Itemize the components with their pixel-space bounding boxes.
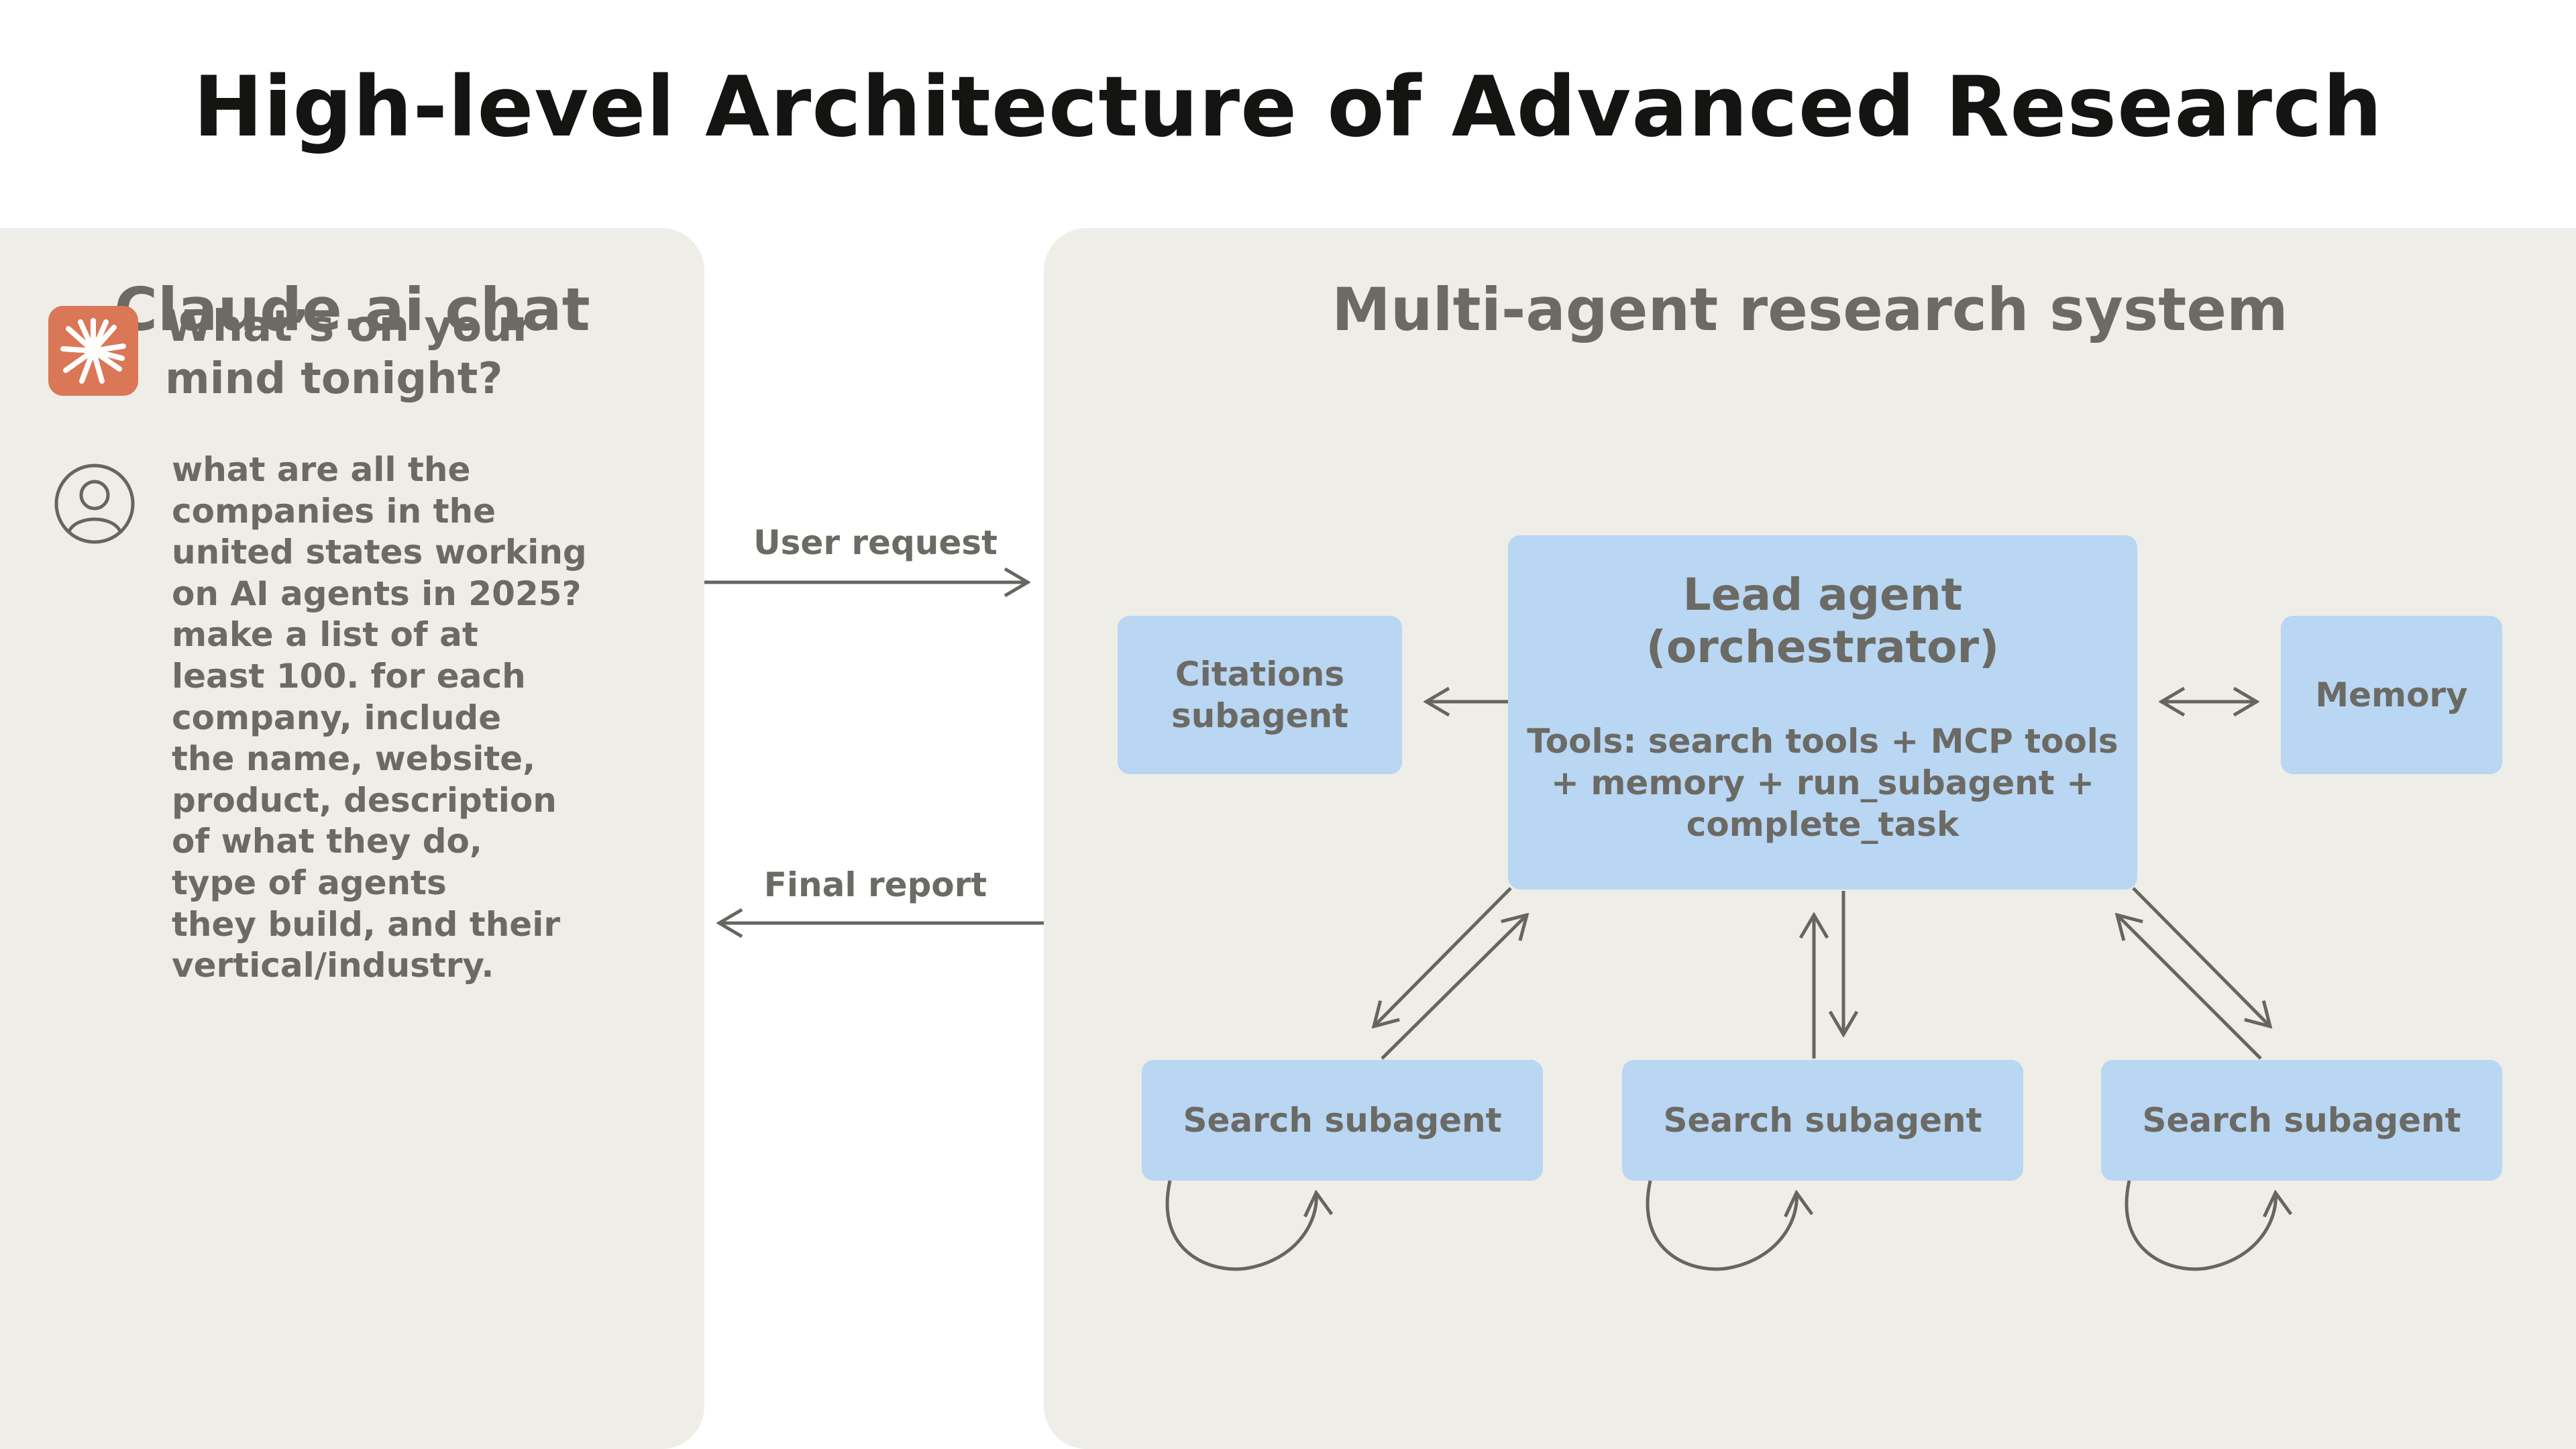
page-title: High-level Architecture of Advanced Rese…: [193, 59, 2383, 156]
lead-agent-box: Lead agent (orchestrator) Tools: search …: [1508, 535, 2137, 890]
search-subagent-box-3: Search subagent: [2101, 1060, 2502, 1181]
claude-chat-panel-title: Claude.ai chat: [114, 275, 590, 344]
multi-agent-panel-title: Multi-agent research system: [1332, 275, 2288, 344]
claude-starburst-icon: [48, 306, 138, 396]
chat-prompt-text: What’s on your mind tonight?: [165, 302, 534, 404]
lead-to-search-1-arrow: [1374, 887, 1512, 1026]
user-message-text: what are all the companies in the united…: [172, 450, 587, 985]
search-1-loop-arrow: [1165, 1180, 1316, 1271]
lead-agent-tools: Tools: search tools + MCP tools + memory…: [1527, 722, 2118, 844]
citations-subagent-box: Citations subagent: [1118, 616, 1402, 774]
search-3-loop-arrow: [2125, 1180, 2275, 1271]
user-request-label: User request: [753, 523, 998, 562]
claude-chat-panel: Claude.ai chat: [0, 228, 704, 1449]
search-1-to-lead-arrow: [1381, 915, 1527, 1060]
search-3-to-lead-arrow: [2117, 915, 2262, 1060]
user-avatar-icon: [52, 462, 137, 546]
search-2-loop-arrow: [1646, 1180, 1796, 1271]
search-subagent-box-1: Search subagent: [1142, 1060, 1543, 1181]
memory-box: Memory: [2281, 616, 2502, 774]
search-subagent-box-2: Search subagent: [1622, 1060, 2023, 1181]
final-report-label: Final report: [763, 865, 987, 904]
lead-to-search-3-arrow: [2132, 887, 2270, 1026]
lead-agent-title: Lead agent (orchestrator): [1646, 569, 2000, 673]
